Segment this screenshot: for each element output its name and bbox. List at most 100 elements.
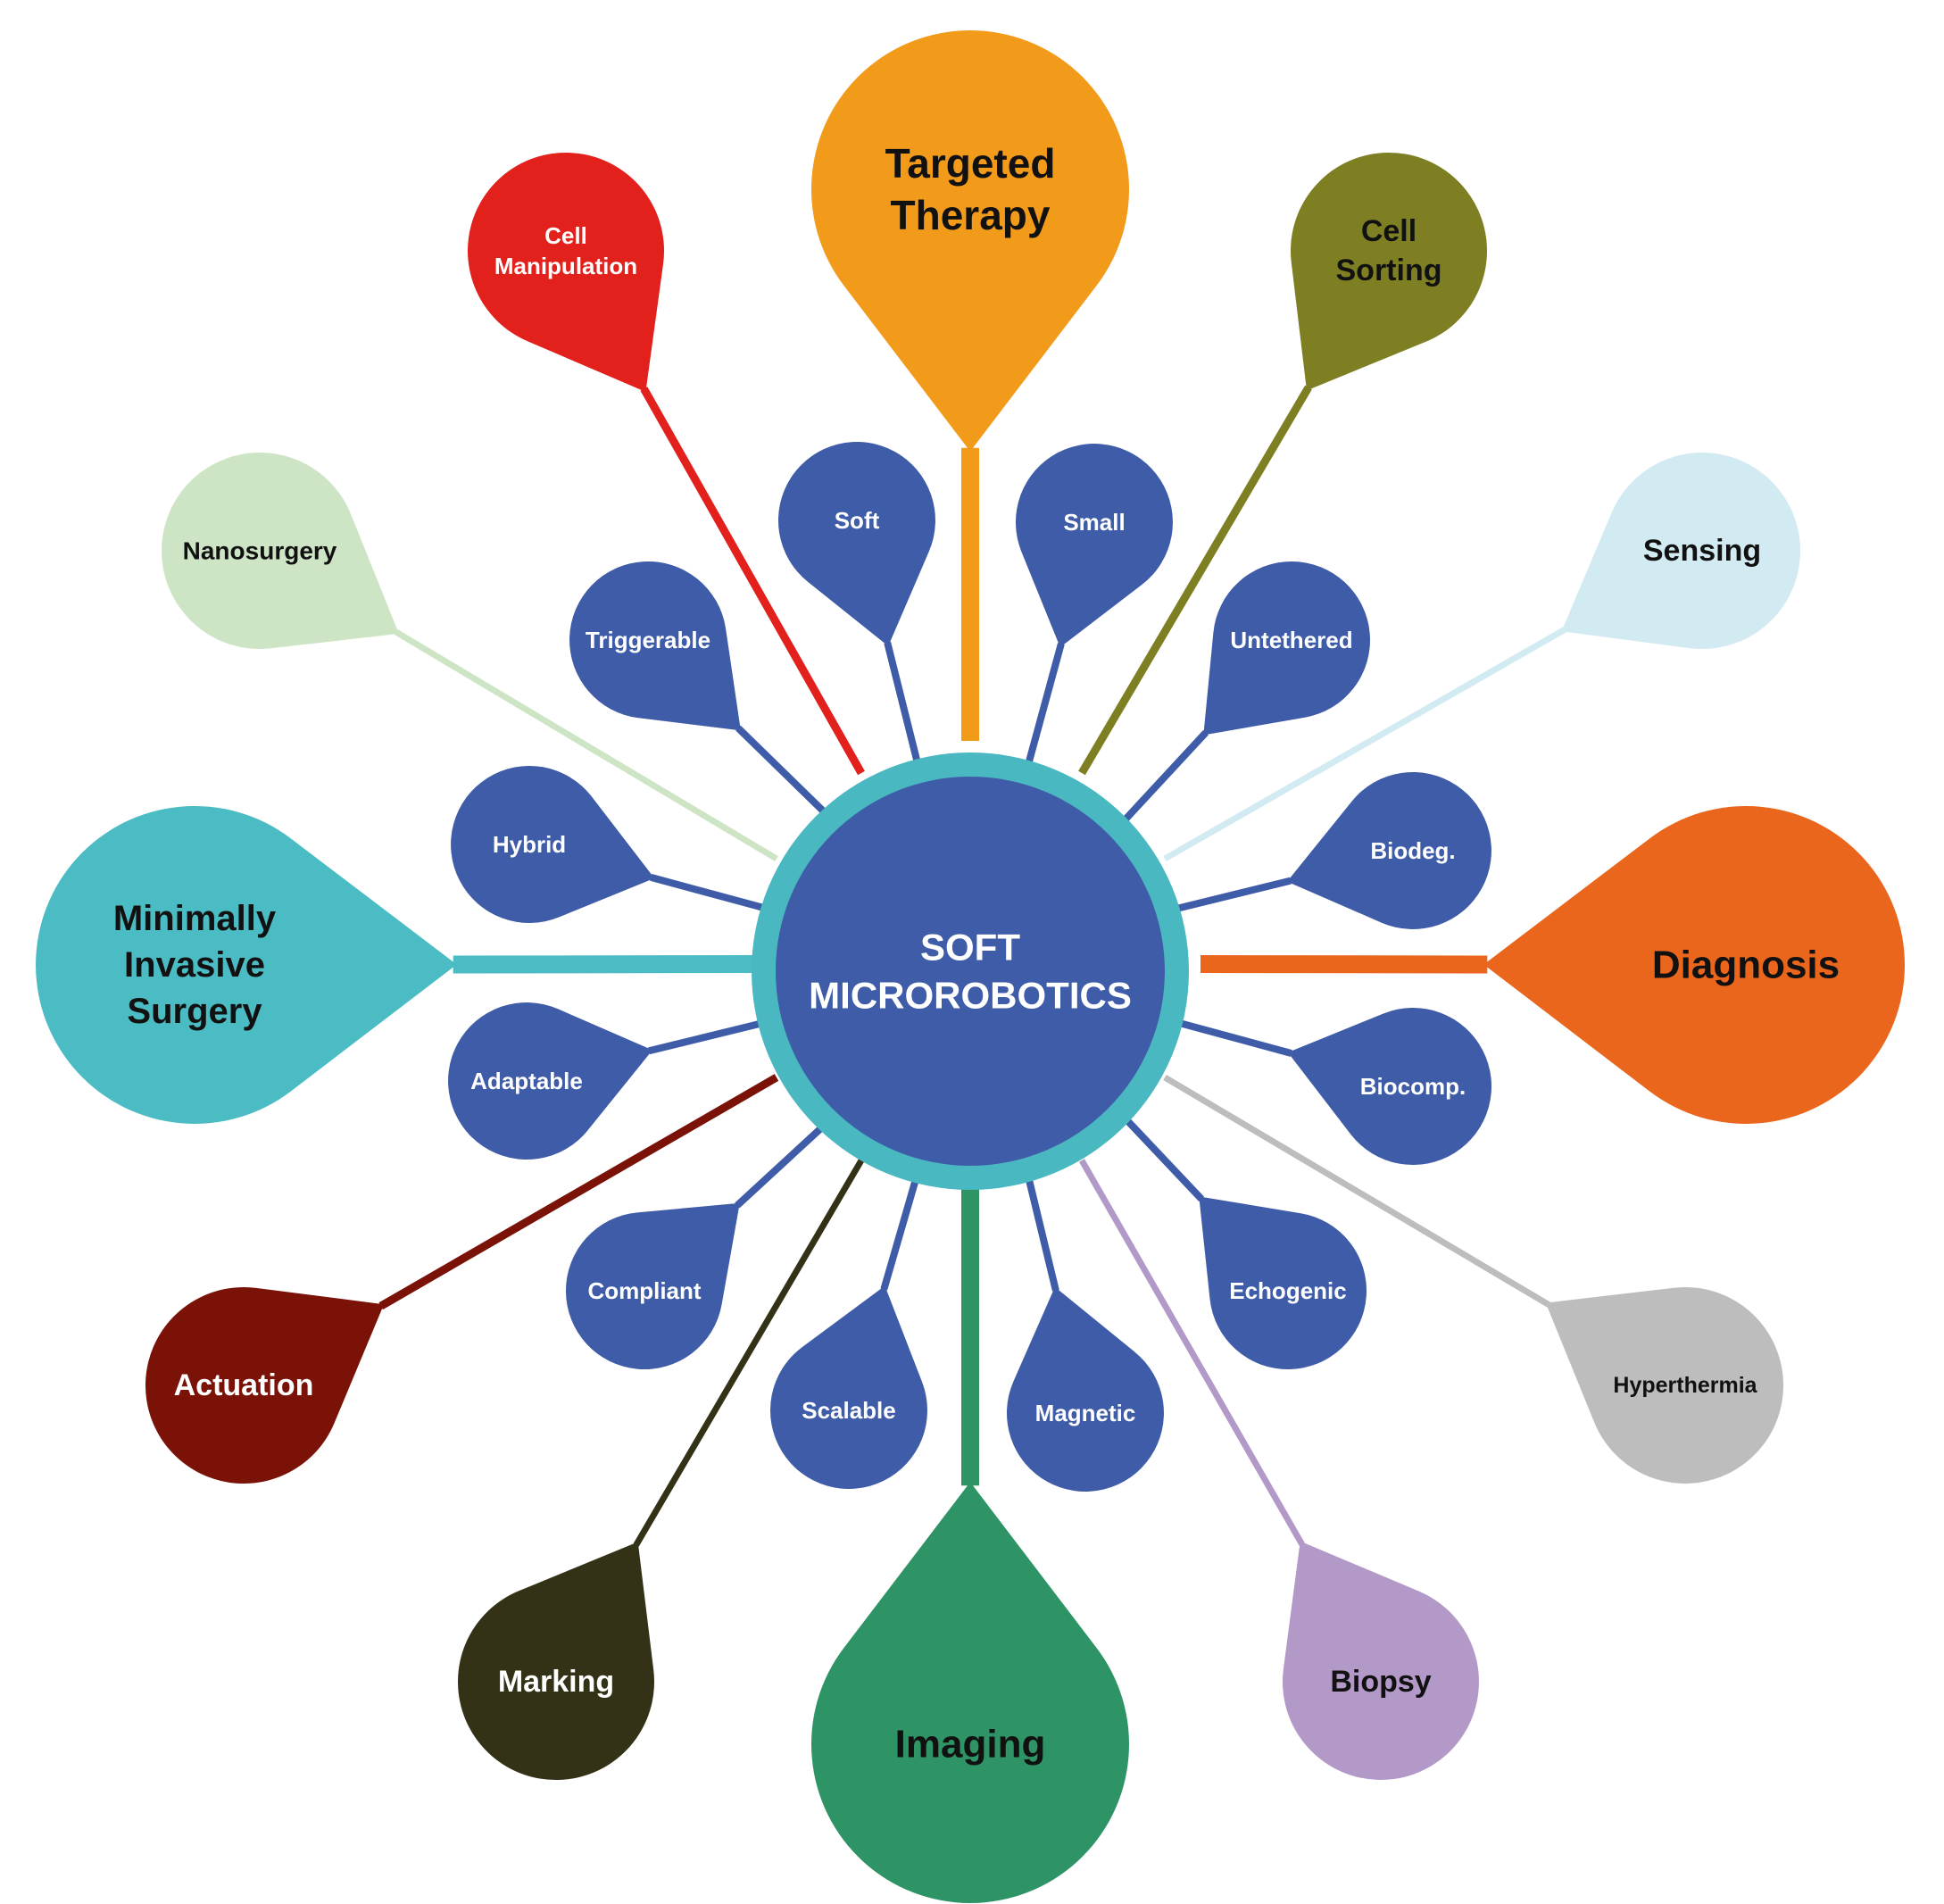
property-echogenic-pin — [1199, 1196, 1367, 1370]
property-scalable-node: Scalable — [770, 1285, 928, 1489]
cell-manipulation-connector — [640, 387, 865, 776]
property-soft-node: Soft — [777, 441, 935, 646]
actuation-pin — [145, 1287, 385, 1484]
adaptable-connector — [648, 1018, 771, 1055]
cell-sorting-label: Cell — [1361, 214, 1416, 248]
actuation-node: Actuation — [145, 1287, 385, 1484]
property-biodeg-node: Biodeg. — [1287, 771, 1491, 929]
property-untethered-label: Untethered — [1230, 627, 1352, 653]
imaging-label: Imaging — [895, 1723, 1046, 1767]
property-soft-label: Soft — [835, 507, 880, 534]
property-echogenic-label: Echogenic — [1229, 1277, 1346, 1304]
diagnosis-pin — [1483, 805, 1906, 1124]
echogenic-connector — [1120, 1113, 1205, 1202]
property-untethered-pin — [1203, 561, 1370, 736]
minimally-invasive-surgery-connector — [453, 955, 760, 974]
property-scalable-pin — [770, 1285, 928, 1489]
nanosurgery-connector — [394, 628, 778, 862]
nanosurgery-pin — [162, 453, 399, 650]
hyperthermia-connector — [1163, 1074, 1550, 1308]
connector-lines — [378, 385, 1566, 1547]
property-adaptable-label: Adaptable — [470, 1068, 583, 1094]
property-hybrid-label: Hybrid — [493, 831, 566, 858]
compliant-connector — [735, 1113, 837, 1209]
property-magnetic-pin — [1006, 1286, 1164, 1492]
property-biodeg-label: Biodeg. — [1370, 837, 1455, 864]
property-soft-pin — [777, 441, 935, 646]
sensing-label: Sensing — [1643, 534, 1761, 568]
marking-node: Marking — [458, 1542, 655, 1781]
property-small-pin — [1015, 444, 1173, 648]
cell-sorting-label: Sorting — [1336, 254, 1442, 287]
property-biocomp-pin — [1287, 1008, 1492, 1166]
sensing-node: Sensing — [1561, 453, 1801, 650]
biopsy-pin — [1282, 1541, 1479, 1780]
targeted-therapy-label: Targeted — [885, 140, 1056, 187]
cell-sorting-pin — [1291, 152, 1488, 391]
property-untethered-node: Untethered — [1203, 561, 1370, 736]
property-scalable-label: Scalable — [802, 1397, 896, 1424]
property-adaptable-node: Adaptable — [448, 1002, 652, 1160]
property-compliant-node: Compliant — [565, 1202, 740, 1370]
hybrid-connector — [650, 874, 772, 913]
diagnosis-label: Diagnosis — [1652, 944, 1840, 987]
property-triggerable-pin — [569, 561, 741, 731]
hyperthermia-label: Hyperthermia — [1613, 1373, 1757, 1398]
property-triggerable-label: Triggerable — [586, 627, 710, 653]
property-biocomp-node: Biocomp. — [1287, 1008, 1492, 1166]
sensing-connector — [1163, 627, 1566, 862]
center-title: SOFT — [920, 927, 1020, 969]
targeted-therapy-label: Therapy — [891, 192, 1051, 238]
cell-manipulation-label: Cell — [544, 222, 587, 249]
marking-pin — [458, 1542, 655, 1781]
actuation-connector — [378, 1074, 779, 1310]
triggerable-connector — [735, 725, 837, 825]
property-compliant-label: Compliant — [587, 1277, 701, 1304]
hyperthermia-pin — [1545, 1286, 1784, 1484]
biocomp-connector — [1171, 1018, 1292, 1057]
untethered-connector — [1120, 729, 1209, 825]
minimally-invasive-surgery-label: Minimally — [113, 899, 277, 938]
property-triggerable-node: Triggerable — [569, 561, 741, 731]
property-hybrid-pin — [451, 765, 655, 923]
property-small-node: Small — [1015, 444, 1173, 648]
minimally-invasive-surgery-label: Invasive — [124, 945, 265, 985]
cell-sorting-connector — [1078, 385, 1312, 776]
property-biodeg-pin — [1287, 771, 1491, 929]
property-magnetic-node: Magnetic — [1006, 1286, 1164, 1492]
property-magnetic-label: Magnetic — [1035, 1400, 1136, 1426]
center-hub: SOFT MICROROBOTICS — [752, 752, 1189, 1190]
nanosurgery-label: Nanosurgery — [183, 537, 337, 565]
soft-connector — [884, 642, 926, 782]
property-echogenic-node: Echogenic — [1199, 1196, 1367, 1370]
property-biocomp-label: Biocomp. — [1360, 1073, 1466, 1100]
center-circle — [776, 777, 1165, 1166]
property-hybrid-node: Hybrid — [451, 765, 655, 923]
biopsy-node: Biopsy — [1282, 1541, 1479, 1780]
biodeg-connector — [1172, 877, 1292, 913]
property-compliant-pin — [565, 1202, 740, 1370]
biopsy-connector — [1078, 1159, 1305, 1546]
targeted-therapy-pin — [811, 30, 1130, 452]
marking-connector — [633, 1159, 865, 1547]
minimally-invasive-surgery-pin — [36, 805, 457, 1124]
property-adaptable-pin — [448, 1002, 652, 1160]
center-title: MICROROBOTICS — [809, 975, 1132, 1017]
actuation-label: Actuation — [174, 1368, 314, 1402]
cell-manipulation-label: Manipulation — [494, 253, 637, 279]
cell-manipulation-pin — [468, 152, 665, 392]
diagnosis-connector — [1200, 955, 1488, 974]
hyperthermia-node: Hyperthermia — [1545, 1286, 1784, 1484]
property-small-label: Small — [1063, 509, 1125, 536]
sensing-pin — [1561, 453, 1801, 650]
minimally-invasive-surgery-label: Surgery — [127, 992, 262, 1031]
imaging-pin — [811, 1482, 1130, 1903]
imaging-node: Imaging — [811, 1482, 1130, 1903]
marking-label: Marking — [498, 1665, 614, 1699]
